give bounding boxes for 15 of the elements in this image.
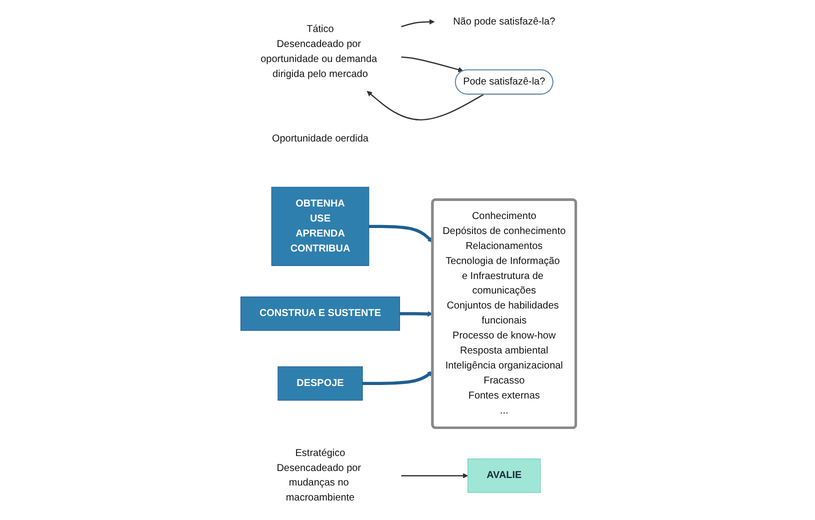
arrow: [401, 56, 464, 72]
arrow: [401, 19, 435, 28]
node-text: Não pode satisfazê-la?: [453, 16, 556, 27]
arrow: [368, 224, 433, 243]
node-box: AVALIE: [468, 458, 541, 493]
node-box: CONSTRUA E SUSTENTE: [240, 296, 400, 331]
node-text: Tático Desencadeado por oportunidade ou demanda dirigida pelo mercado: [260, 24, 378, 80]
node-text: Oportunidade oerdida: [272, 134, 368, 144]
node-box: DESPOJE: [278, 366, 363, 401]
arrow: [366, 90, 484, 120]
arrow: [400, 311, 433, 317]
arrow: [401, 473, 468, 478]
arrow: [362, 371, 433, 386]
node-box: OBTENHA USE APRENDA CONTRIBUA: [271, 186, 370, 266]
node-text: Estratégico Desencadeado por mudanças no macroambiente: [276, 448, 361, 504]
